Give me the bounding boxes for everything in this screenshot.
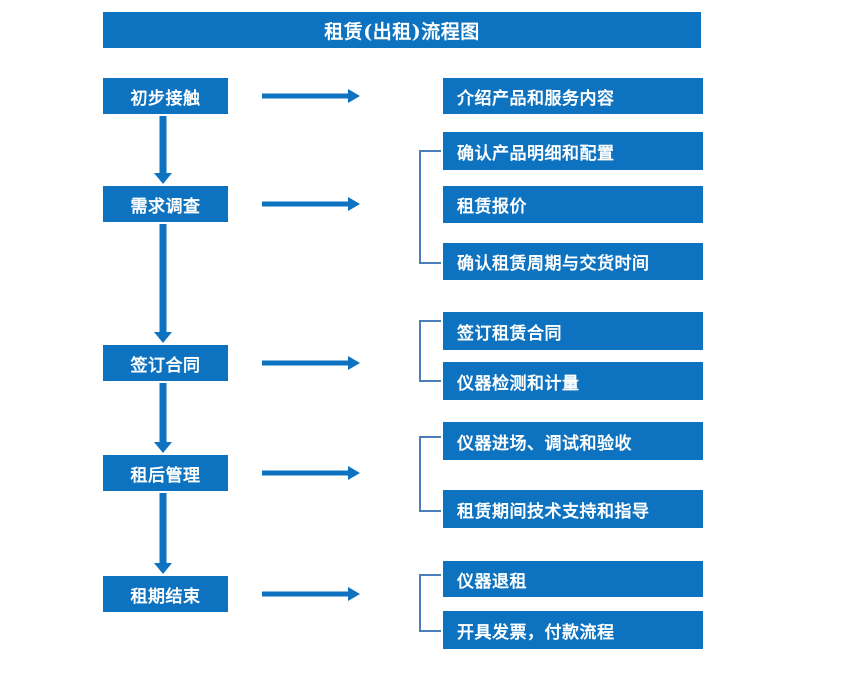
detail-box-0[interactable]: 介绍产品和服务内容 [443,78,703,114]
stage-connector-arrow-0 [152,116,174,184]
detail-box-5[interactable]: 仪器检测和计量 [443,362,703,400]
stage-label: 签订合同 [130,355,201,376]
stage-box-1[interactable]: 需求调查 [103,186,228,222]
flow-arrow-1 [262,194,360,214]
detail-label: 仪器退租 [457,571,527,592]
stage-label: 需求调查 [130,196,201,217]
stage-connector-arrow-2 [152,383,174,453]
detail-box-7[interactable]: 租赁期间技术支持和指导 [443,490,703,528]
stage-label: 租期结束 [130,586,201,607]
stage-connector-arrow-3 [152,493,174,574]
detail-box-3[interactable]: 确认租赁周期与交货时间 [443,243,703,280]
flow-arrow-4 [262,584,360,604]
detail-box-6[interactable]: 仪器进场、调试和验收 [443,422,703,460]
detail-label: 租赁报价 [457,197,527,217]
stage-connector-arrow-1 [152,224,174,343]
stage-box-0[interactable]: 初步接触 [103,78,228,114]
detail-label: 开具发票，付款流程 [457,622,615,643]
detail-label: 介绍产品和服务内容 [457,88,615,109]
stage-box-2[interactable]: 签订合同 [103,345,228,381]
detail-label: 仪器检测和计量 [457,373,580,394]
detail-label: 确认产品明细和配置 [457,143,615,164]
detail-label: 确认租赁周期与交货时间 [457,254,650,274]
chart-title-box: 租赁(出租)流程图 [103,12,701,48]
detail-label: 租赁期间技术支持和指导 [457,501,650,522]
flow-arrow-2 [262,353,360,373]
stage-label: 初步接触 [130,88,201,109]
detail-box-4[interactable]: 签订租赁合同 [443,312,703,350]
detail-label: 签订租赁合同 [457,323,562,344]
stage-box-4[interactable]: 租期结束 [103,576,228,612]
group-bracket-0 [418,150,442,264]
page-title: 租赁(出租)流程图 [324,20,480,43]
detail-box-9[interactable]: 开具发票，付款流程 [443,611,703,649]
flow-arrow-3 [262,463,360,483]
detail-box-2[interactable]: 租赁报价 [443,186,703,223]
detail-box-8[interactable]: 仪器退租 [443,561,703,597]
group-bracket-3 [418,574,442,632]
stage-label: 租后管理 [130,465,201,486]
detail-label: 仪器进场、调试和验收 [457,433,632,454]
flow-arrow-0 [262,86,360,106]
group-bracket-2 [418,436,442,512]
stage-box-3[interactable]: 租后管理 [103,455,228,491]
group-bracket-1 [418,320,442,382]
detail-box-1[interactable]: 确认产品明细和配置 [443,132,703,170]
